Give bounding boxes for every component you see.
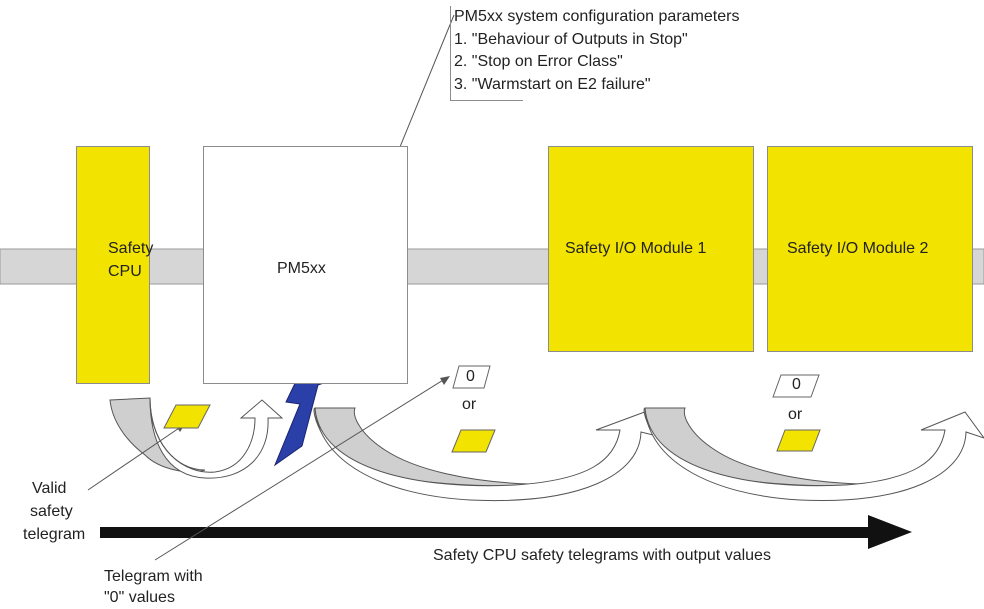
zero-telegram-icon-1 (452, 365, 491, 389)
valid-telegram-icon (163, 404, 211, 429)
telegram-arrow-io2-return (643, 407, 861, 487)
config-item-3: 3. "Warmstart on E2 failure" (454, 75, 651, 93)
telegram-arrow-io2-out (644, 407, 984, 502)
or-label-2: or (788, 406, 803, 423)
telegram-arrow-cpu-out (149, 397, 284, 479)
valid-telegram-label-3: telegram (23, 526, 86, 543)
zero-telegram-label-1: Telegram with (104, 568, 203, 585)
valid-telegram-label-1: Valid (32, 480, 67, 497)
zero-telegram-leader (154, 376, 449, 561)
safety-io-module-2-label: Safety I/O Module 2 (787, 240, 929, 257)
zero-value-label-2: 0 (792, 376, 801, 393)
safety-cpu-module: Safety CPU (76, 146, 154, 384)
config-box (450, 6, 523, 101)
valid-telegram-label-2: safety (30, 503, 73, 520)
telegram-icon-io2 (776, 429, 821, 452)
safety-io-module-1-label: Safety I/O Module 1 (565, 240, 707, 257)
config-item-2: 2. "Stop on Error Class" (454, 53, 623, 70)
safety-cpu-label-2: CPU (108, 263, 142, 280)
flow-arrow-head (868, 515, 912, 549)
telegram-arrow-io1-return (313, 407, 531, 487)
config-item-1: 1. "Behaviour of Outputs in Stop" (454, 30, 688, 48)
zero-telegram-leader-tip (440, 376, 450, 385)
zero-telegram-label-2: "0" values (104, 589, 175, 606)
safety-cpu-label-1: Safety (108, 240, 154, 257)
zero-telegram-icon-2 (772, 374, 820, 398)
zero-value-label-1: 0 (466, 368, 475, 385)
flow-arrow-shaft (100, 527, 870, 538)
config-title: PM5xx system configuration parameters (454, 8, 740, 25)
or-label-1: or (462, 396, 477, 413)
pm5xx-module: PM5xx (203, 146, 408, 384)
valid-telegram-leader (87, 423, 186, 491)
config-parameters-text: PM5xx system configuration parameters 1.… (454, 6, 739, 96)
safety-io-module-2: Safety I/O Module 2 (767, 146, 973, 352)
pm5xx-label: PM5xx (277, 260, 326, 277)
telegram-icon-io1 (451, 429, 496, 453)
flow-label: Safety CPU safety telegrams with output … (433, 547, 771, 564)
safety-io-module-1: Safety I/O Module 1 (548, 146, 754, 352)
